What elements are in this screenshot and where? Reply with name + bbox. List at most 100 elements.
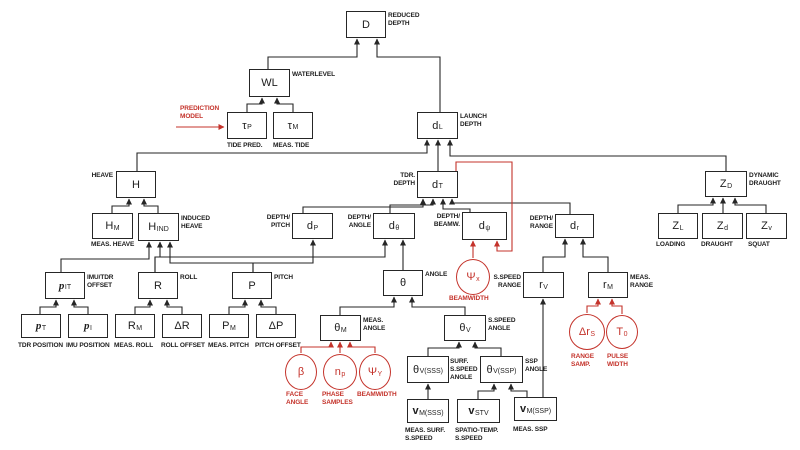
caption-dynamic-draught: DYNAMIC DRAUGHT — [749, 172, 781, 187]
caption-meas-angle: MEAS. ANGLE — [363, 317, 386, 332]
caption-reduced-depth: REDUCED DEPTH — [388, 12, 420, 27]
node-symbol-subscript: Y — [377, 370, 383, 378]
node-symbol: β — [297, 366, 305, 378]
node-symbol-subscript: M(SSS) — [419, 409, 444, 417]
node-symbol-subscript: θ — [395, 224, 400, 232]
caption-pitch-offset: PITCH OFFSET — [255, 342, 301, 349]
node-symbol: v — [519, 403, 527, 415]
node-symbol-subscript: V — [465, 326, 471, 334]
node-symbol-subscript: M — [340, 326, 347, 334]
node-symbol-subscript: IT — [64, 284, 72, 291]
caption-tdr-position: TDR POSITION — [18, 342, 64, 349]
node-symbol-subscript: 0 — [623, 330, 628, 338]
node-symbol: θ — [334, 322, 341, 334]
node-symbol-subscript: M — [607, 283, 613, 291]
edge-red — [609, 298, 623, 314]
node-symbol: d — [478, 220, 485, 232]
caption-draught: DRAUGHT — [701, 241, 733, 248]
node-symbol: D — [362, 18, 370, 31]
node-symbol: p — [58, 279, 65, 292]
edge-black — [274, 97, 294, 112]
caption-meas-range: MEAS. RANGE — [630, 274, 653, 289]
edge-black — [732, 197, 767, 213]
caption-sspeed-angle: S.SPEED ANGLE — [488, 317, 516, 332]
caption-squat: SQUAT — [748, 241, 770, 248]
node-symbol-subscript: M — [292, 124, 299, 131]
caption-angle: ANGLE — [425, 271, 448, 278]
caption-roll: ROLL — [180, 274, 198, 281]
node-symbol-subscript: M — [136, 324, 143, 332]
node-symbol: θ — [486, 363, 493, 376]
caption-loading: LOADING — [656, 241, 686, 248]
caption-imu-position: IMU POSITION — [66, 342, 110, 349]
caption-tdr-depth: TDR. DEPTH — [393, 172, 415, 187]
edge-black — [228, 299, 248, 314]
edge-black — [39, 299, 59, 314]
node-symbol-subscript: L — [438, 124, 443, 131]
edge-black — [71, 299, 89, 314]
node-symbol-subscript: S — [590, 330, 596, 338]
edge-black — [339, 296, 397, 315]
node-symbol: θ — [459, 322, 466, 334]
edge-red — [347, 341, 376, 353]
edge-black — [374, 38, 441, 112]
node-symbol: P — [248, 279, 256, 292]
node-symbol: p — [84, 320, 90, 332]
node-symbol-subscript: D — [727, 182, 733, 190]
node-symbol: H — [132, 178, 140, 191]
caption-pulse-width: PULSE WIDTH — [607, 353, 629, 368]
node-symbol-subscript: M — [113, 224, 120, 232]
edge-black — [164, 299, 183, 314]
node-symbol-subscript: I — [90, 324, 92, 332]
edge-black — [580, 238, 609, 272]
edge-black — [508, 383, 528, 397]
edge-black — [677, 197, 716, 213]
node-symbol: d — [306, 220, 313, 232]
caption-phase-samples: PHASE SAMPLES — [322, 391, 353, 406]
node-symbol: r — [602, 279, 607, 291]
caption-launch-depth: LAUNCH DEPTH — [460, 113, 487, 128]
edge-black — [449, 198, 571, 214]
node-symbol: H — [105, 220, 114, 232]
caption-surf-sspeed-angle: SURF. S.SPEED ANGLE — [450, 358, 478, 381]
node-symbol: ΔP — [268, 320, 284, 332]
node-symbol: τ — [242, 119, 247, 132]
node-symbol-subscript: v — [768, 224, 772, 232]
node-symbol: Z — [719, 178, 727, 190]
edge-black — [258, 299, 277, 314]
node-symbol-subscript: d — [724, 224, 729, 232]
caption-meas-ssp: MEAS. SSP — [513, 426, 548, 433]
edge-black — [477, 383, 497, 399]
node-symbol-subscript: M — [230, 324, 236, 332]
node-symbol-subscript: ψ — [485, 224, 491, 232]
edge-black — [136, 139, 430, 171]
caption-face-angle: FACE ANGLE — [286, 391, 309, 406]
caption-meas-roll: MEAS. ROLL — [114, 342, 154, 349]
node-symbol: Z — [716, 220, 724, 232]
node-symbol: T — [616, 326, 624, 338]
node-symbol: Ψ — [367, 366, 378, 378]
node-symbol-subscript: V — [543, 283, 548, 291]
node-symbol-subscript: T — [438, 183, 443, 190]
caption-meas-pitch: MEAS. PITCH — [208, 342, 249, 349]
node-symbol: n — [334, 366, 341, 378]
caption-induced-heave: INDUCED HEAVE — [181, 215, 210, 230]
caption-roll-offset: ROLL OFFSET — [161, 342, 205, 349]
